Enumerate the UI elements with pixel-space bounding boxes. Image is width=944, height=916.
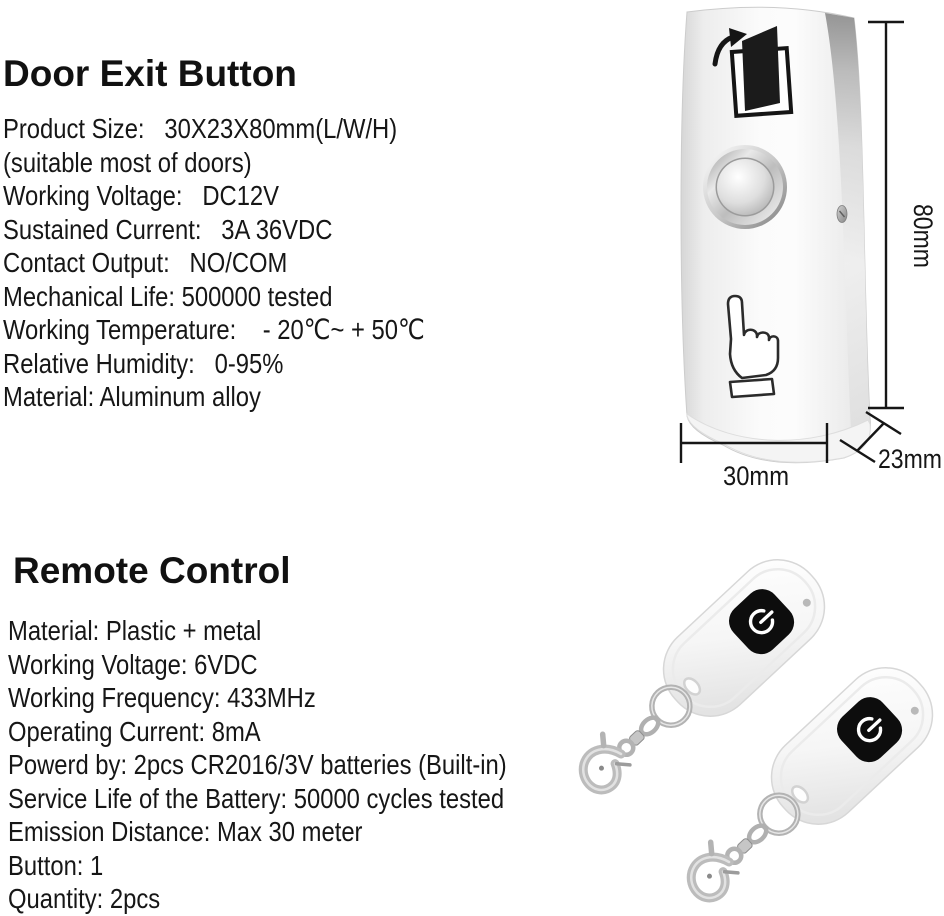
spec-line-product-size: Product Size: 30X23X80mm(L/W/H) bbox=[3, 113, 398, 144]
spec-line-remote-power: Powerd by: 2pcs CR2016/3V batteries (Bui… bbox=[8, 749, 507, 780]
spec-line-sustained-current: Sustained Current: 3A 36VDC bbox=[3, 213, 333, 245]
door-spec-list: Product Size: 30X23X80mm(L/W/H) (suitabl… bbox=[3, 112, 499, 414]
dimension-label-30mm: 30mm bbox=[723, 461, 789, 491]
dimension-label-80mm: 80mm bbox=[908, 204, 938, 268]
exit-button-photo: 80mm 30mm 23mm bbox=[679, 6, 942, 491]
spec-line-contact-output: Contact Output: NO/COM bbox=[3, 247, 288, 278]
dimension-label-23mm: 23mm bbox=[878, 444, 942, 474]
remote-fobs-photo bbox=[530, 540, 944, 916]
screw-icon bbox=[836, 205, 848, 223]
push-button-icon bbox=[703, 145, 787, 229]
spec-line-quantity: Quantity: 2pcs bbox=[8, 883, 161, 914]
device-bottom-face bbox=[686, 413, 871, 463]
spec-line-working-temp: Working Temperature: - 20℃~ + 50℃ bbox=[3, 314, 425, 345]
spec-line-remote-frequency: Working Frequency: 433MHz bbox=[8, 682, 316, 713]
spec-line-remote-material: Material: Plastic + metal bbox=[8, 615, 262, 646]
spec-line-button-count: Button: 1 bbox=[8, 849, 104, 881]
dimension-depth-23mm bbox=[839, 410, 902, 464]
hand-press-icon bbox=[726, 294, 780, 399]
exit-button-device bbox=[680, 6, 871, 464]
spec-line-emission: Emission Distance: Max 30 meter bbox=[8, 816, 363, 847]
spec-line-working-voltage: Working Voltage: DC12V bbox=[3, 180, 280, 211]
remote-spec-list: Material: Plastic + metal Working Voltag… bbox=[8, 614, 595, 916]
spec-line-battery-life: Service Life of the Battery: 50000 cycle… bbox=[8, 782, 505, 814]
spec-line-mechanical-life: Mechanical Life: 500000 tested bbox=[3, 280, 333, 312]
door-section-title: Door Exit Button bbox=[3, 53, 297, 94]
spec-line-remote-current: Operating Current: 8mA bbox=[8, 715, 261, 747]
door-open-icon bbox=[712, 26, 794, 118]
dimension-width-30mm bbox=[679, 423, 829, 463]
remote-section-title: Remote Control bbox=[13, 550, 291, 591]
spec-line-remote-voltage: Working Voltage: 6VDC bbox=[8, 648, 258, 680]
spec-line-suitable: (suitable most of doors) bbox=[3, 146, 252, 178]
device-side-face bbox=[825, 13, 870, 430]
dimension-height-80mm bbox=[868, 20, 904, 410]
spec-line-humidity: Relative Humidity: 0-95% bbox=[3, 347, 284, 379]
spec-line-material: Material: Aluminum alloy bbox=[3, 381, 261, 412]
